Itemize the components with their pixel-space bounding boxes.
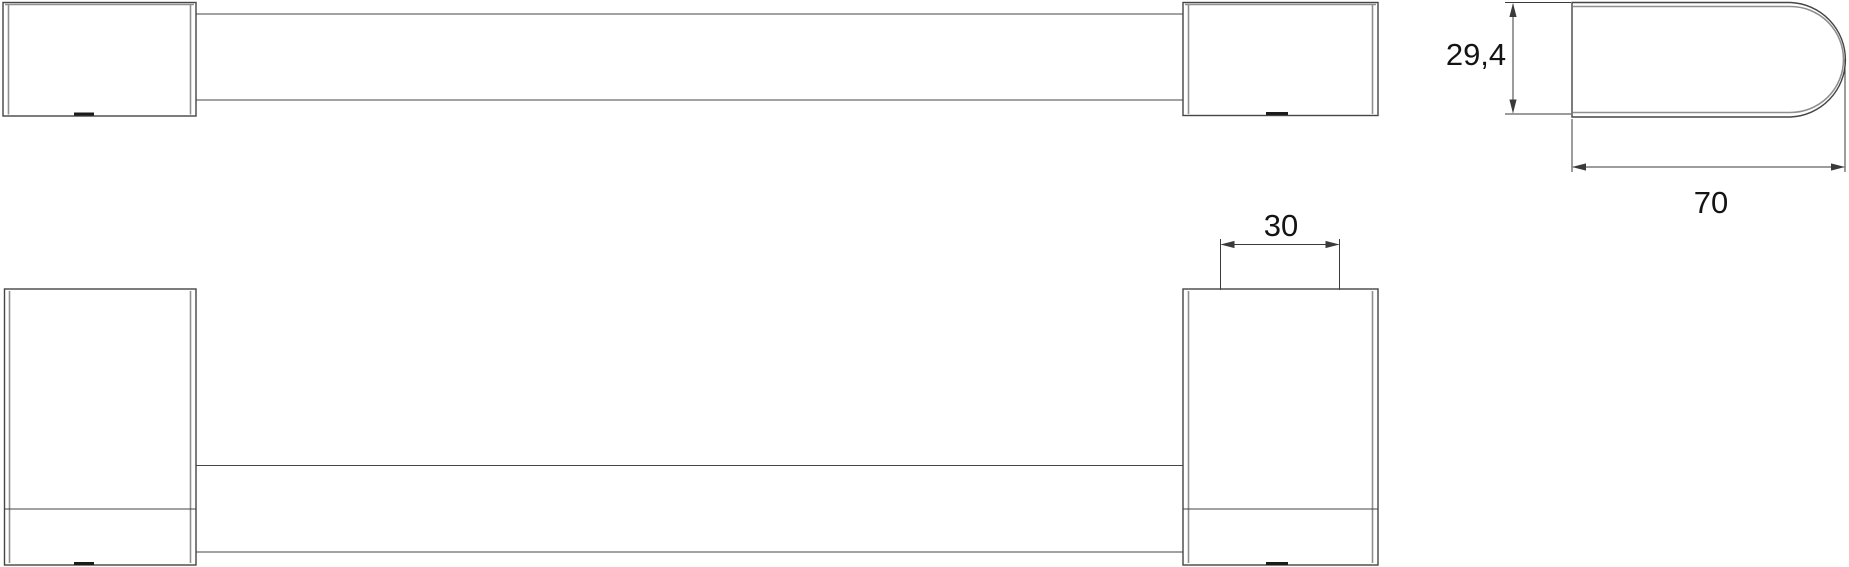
top-view-right-cap	[1182, 1, 1379, 117]
front-view-right-post	[1182, 288, 1379, 566]
arrowhead-right	[1325, 240, 1340, 249]
dimension-label-cap-length: 70	[1694, 185, 1728, 220]
dimension-cap-height: 29,4	[1446, 2, 1571, 115]
dimension-post-width: 30	[1220, 208, 1340, 290]
arrowhead-up	[1509, 3, 1517, 17]
dimension-label-cap-height: 29,4	[1446, 37, 1506, 72]
front-view-bar	[196, 464, 1183, 553]
front-view	[3, 288, 1379, 566]
arrowhead-down	[1509, 99, 1517, 114]
top-view	[2, 1, 1379, 117]
arrowhead-left	[1220, 240, 1235, 249]
side-view	[1571, 1, 1847, 118]
post-bottom-mark	[74, 562, 94, 565]
side-profile-inner-edge	[1573, 5, 1845, 114]
arrowhead-left	[1572, 163, 1586, 171]
top-view-bar	[196, 13, 1183, 101]
post-bottom-mark	[1266, 562, 1288, 565]
side-profile-outer	[1571, 1, 1847, 118]
front-view-left-post	[3, 288, 197, 566]
dimension-cap-length: 70	[1571, 59, 1846, 220]
arrowhead-right	[1831, 163, 1845, 171]
cap-bottom-mark	[74, 112, 94, 116]
dimension-label-post-width: 30	[1264, 208, 1298, 243]
top-view-left-cap	[2, 1, 197, 117]
cap-bottom-mark	[1266, 112, 1288, 115]
